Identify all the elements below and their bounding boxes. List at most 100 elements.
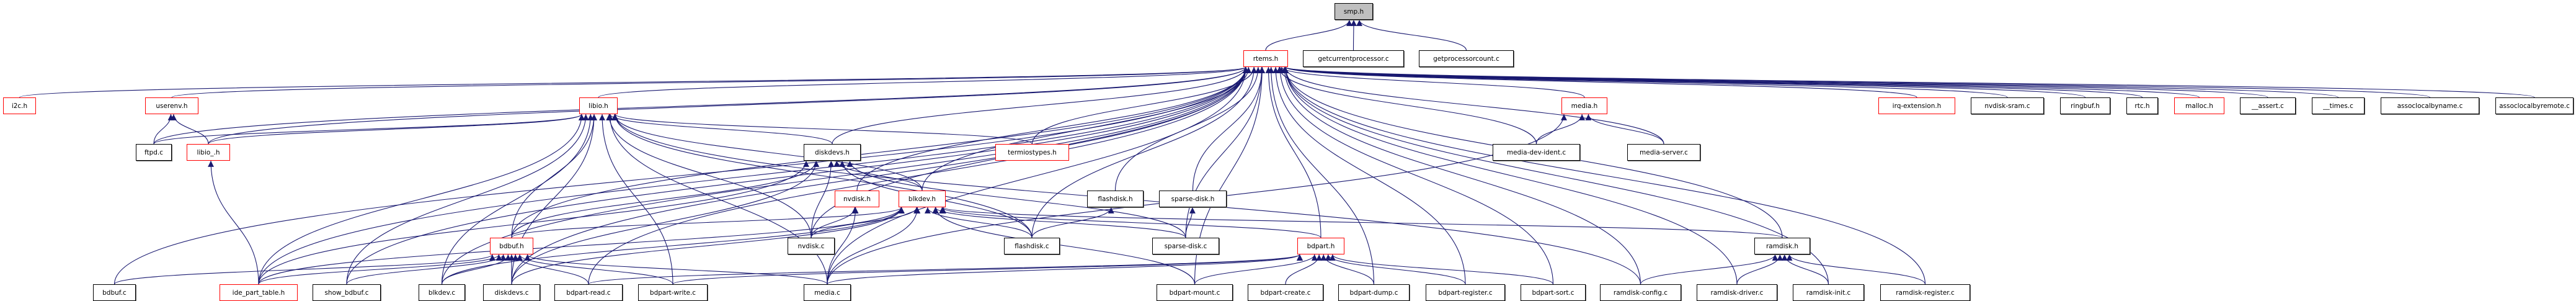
graph-node-ringbuf[interactable]: ringbuf.h [2060, 97, 2110, 114]
graph-node-ramdisk-register[interactable]: ramdisk-register.c [1880, 284, 1970, 301]
edge-media-c-to-blkdev-h [827, 207, 921, 285]
edge-bdbuf-c-to-rtems [113, 66, 1249, 285]
edge-flashdisk-c-to-blkdev-h [924, 207, 1033, 238]
edge-media-server-to-media-h [1585, 114, 1664, 145]
graph-node-smp[interactable]: smp.h [1335, 3, 1373, 20]
edge-ramdisk-driver-to-ramdisk-h [1736, 254, 1783, 285]
edge-nvdisk-c-to-blkdev-h [811, 207, 920, 238]
edge-bdpart-read-to-rtems [588, 66, 1249, 285]
edge-bdpart-dump-to-rtems [1268, 66, 1375, 285]
edge-rtems-to-smp [1265, 19, 1352, 51]
edge-sparse-disk-c-to-blkdev-h [932, 207, 1186, 238]
graph-node-show-bdbuf[interactable]: show_bdbuf.c [313, 284, 381, 301]
graph-node-sparse-disk-c[interactable]: sparse-disk.c [1152, 238, 1219, 254]
graph-node-assoclocalbyname[interactable]: assoclocalbyname.c [2381, 97, 2479, 114]
graph-node-nvdisk-sram[interactable]: nvdisk-sram.c [1971, 97, 2044, 114]
edge-sparse-disk-c-to-diskdevs-h [846, 160, 1186, 238]
graph-node-irq-extension[interactable]: irq-extension.h [1878, 97, 1955, 114]
edge-blkdev-c-to-blkdev-h [441, 207, 904, 285]
edge-media-dev-ident-to-media-h [1535, 114, 1586, 145]
graph-node-bdpart-dump[interactable]: bdpart-dump.c [1338, 284, 1410, 301]
edge-bdbuf-h-to-blkdev-h [511, 207, 905, 238]
graph-node-assert-c[interactable]: __assert.c [2240, 97, 2296, 114]
edge-show-bdbuf-to-rtems [346, 66, 1249, 285]
edge-times-c-to-rtems [1282, 66, 2339, 98]
edge-diskdevs-c-to-blkdev-h [511, 207, 905, 285]
edge-irq-extension-to-rtems [1282, 66, 1917, 98]
edge-media-c-to-rtems [827, 66, 1249, 285]
graph-node-media-c[interactable]: media.c [804, 284, 851, 301]
graph-node-media-dev-ident[interactable]: media-dev-ident.c [1493, 144, 1580, 161]
graph-node-ftpd[interactable]: ftpd.c [136, 144, 172, 161]
graph-node-ide-part-table[interactable]: ide_part_table.h [220, 284, 298, 301]
graph-node-libio-[interactable]: libio_.h [187, 144, 230, 161]
graph-node-bdpart-register[interactable]: bdpart-register.c [1426, 284, 1505, 301]
graph-node-bdbuf-h[interactable]: bdbuf.h [490, 238, 533, 254]
graph-node-bdpart-mount[interactable]: bdpart-mount.c [1157, 284, 1233, 301]
edge-sparse-disk-h-to-rtems [1192, 66, 1266, 191]
edge-bdpart-register-to-rtems [1272, 66, 1466, 285]
edge-ramdisk-init-to-ramdisk-h [1781, 254, 1829, 285]
graph-node-bdpart-h[interactable]: bdpart.h [1297, 238, 1344, 254]
edge-show-bdbuf-to-libio [346, 114, 589, 285]
edge-ramdisk-driver-to-rtems [1282, 66, 1738, 285]
edge-bdpart-sort-to-rtems [1277, 66, 1554, 285]
edge-i2c-to-rtems [19, 66, 1249, 98]
graph-node-blkdev-c[interactable]: blkdev.c [419, 284, 465, 301]
graph-node-media-h[interactable]: media.h [1561, 97, 1607, 114]
edge-ramdisk-register-to-rtems [1282, 66, 1926, 285]
graph-node-flashdisk-c[interactable]: flashdisk.c [1004, 238, 1060, 254]
graph-node-blkdev-h[interactable]: blkdev.h [899, 191, 946, 207]
edge-nvdisk-h-to-rtems [856, 66, 1249, 191]
graph-node-getcurrentprocessor[interactable]: getcurrentprocessor.c [1303, 50, 1404, 67]
edge-bdbuf-h-to-diskdevs-h [511, 160, 820, 238]
edge-bdpart-dump-to-bdpart-h [1320, 254, 1375, 285]
edge-bdbuf-h-to-libio [511, 114, 597, 238]
edge-userenv-to-rtems [171, 66, 1249, 98]
edge-libio--to-libio [208, 114, 585, 145]
edge-ramdisk-register-to-ramdisk-h [1786, 254, 1926, 285]
graph-node-bdpart-create[interactable]: bdpart-create.c [1248, 284, 1323, 301]
graph-node-termiostypes[interactable]: termiostypes.h [995, 144, 1069, 161]
graph-node-malloc[interactable]: malloc.h [2174, 97, 2224, 114]
edge-libio--to-userenv [171, 114, 209, 145]
edge-nvdisk-c-to-nvdisk-h [811, 207, 858, 238]
graph-node-flashdisk-h[interactable]: flashdisk.h [1087, 191, 1144, 207]
graph-node-nvdisk-c[interactable]: nvdisk.c [788, 238, 835, 254]
graph-node-ramdisk-h[interactable]: ramdisk.h [1754, 238, 1810, 254]
edge-bdpart-write-to-bdpart-h [672, 254, 1303, 285]
graph-node-i2c[interactable]: i2c.h [3, 97, 36, 114]
edge-media-c-to-bdpart-h [827, 254, 1303, 285]
graph-node-sparse-disk-h[interactable]: sparse-disk.h [1159, 191, 1227, 207]
edge-assoclocalbyremote-to-rtems [1282, 66, 2535, 98]
graph-node-times-c[interactable]: __times.c [2312, 97, 2365, 114]
edge-media-c-to-libio [606, 114, 828, 285]
edge-bdpart-create-to-bdpart-h [1285, 254, 1323, 285]
graph-node-bdpart-read[interactable]: bdpart-read.c [554, 284, 623, 301]
edge-sparse-disk-c-to-sparse-disk-h [1185, 207, 1196, 238]
graph-node-userenv[interactable]: userenv.h [145, 97, 198, 114]
graph-node-ramdisk-init[interactable]: ramdisk-init.c [1793, 284, 1864, 301]
graph-node-ramdisk-config[interactable]: ramdisk-config.c [1600, 284, 1681, 301]
graph-node-media-server[interactable]: media-server.c [1627, 144, 1700, 161]
graph-node-assoclocalbyremote[interactable]: assoclocalbyremote.c [2495, 97, 2574, 114]
graph-node-nvdisk-h[interactable]: nvdisk.h [835, 191, 879, 207]
graph-node-getprocessorcount[interactable]: getprocessorcount.c [1419, 50, 1514, 67]
graph-node-diskdevs-h[interactable]: diskdevs.h [804, 144, 861, 161]
graph-node-bdpart-sort[interactable]: bdpart-sort.c [1521, 284, 1586, 301]
edge-ide-part-table-to-bdbuf-h [258, 254, 502, 285]
edge-flashdisk-c-to-rtems [1031, 66, 1258, 238]
edge-diskdevs-h-to-libio [607, 114, 833, 145]
graph-node-bdpart-write[interactable]: bdpart-write.c [638, 284, 708, 301]
edge-blkdev-c-to-libio [441, 114, 594, 285]
graph-node-diskdevs-c[interactable]: diskdevs.c [483, 284, 540, 301]
graph-node-rtc[interactable]: rtc.h [2126, 97, 2158, 114]
edge-bdpart-h-to-blkdev-h [939, 207, 1321, 238]
graph-node-ramdisk-driver[interactable]: ramdisk-driver.c [1697, 284, 1777, 301]
graph-node-bdbuf-c[interactable]: bdbuf.c [93, 284, 136, 301]
graph-node-libio[interactable]: libio.h [579, 97, 618, 114]
edge-diskdevs-c-to-diskdevs-h [511, 160, 820, 285]
graph-node-rtems[interactable]: rtems.h [1243, 50, 1288, 67]
edge-bdbuf-c-to-bdbuf-h [113, 254, 495, 285]
edge-media-c-to-bdbuf-h [524, 254, 828, 285]
